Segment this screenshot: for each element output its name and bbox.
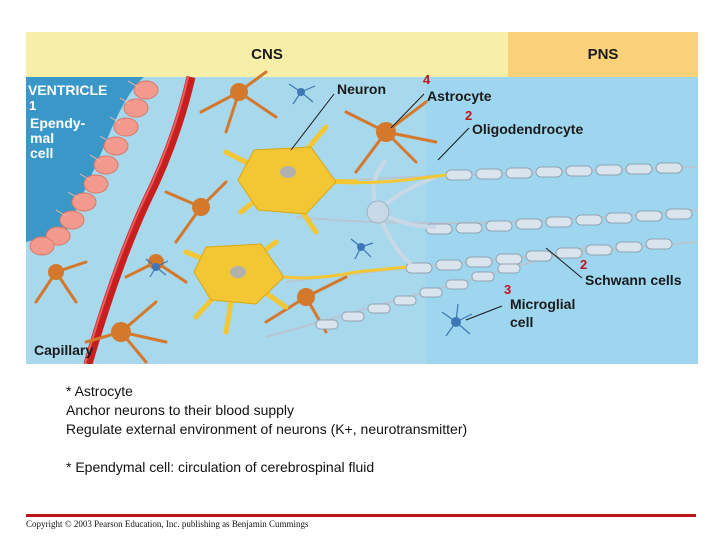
ependymal-cilia bbox=[55, 80, 139, 217]
ependymal-label-line3: cell bbox=[30, 145, 54, 161]
myelinated-axons bbox=[265, 162, 698, 338]
cns-header: CNS bbox=[251, 46, 283, 63]
notes-spacer bbox=[66, 439, 686, 458]
cns-band bbox=[26, 32, 508, 77]
schwann-marker: 2 bbox=[580, 257, 588, 272]
astrocyte-note-line1: Anchor neurons to their blood supply bbox=[66, 402, 295, 418]
pns-band bbox=[508, 32, 698, 77]
ependymal-marker: 1 bbox=[29, 98, 37, 113]
ependymal-label-line1: Ependy- bbox=[30, 115, 86, 131]
ependymal-label-line2: mal bbox=[30, 130, 55, 146]
neuron-label: Neuron bbox=[337, 81, 386, 97]
capillary-highlight bbox=[84, 76, 189, 364]
ventricle bbox=[26, 77, 144, 242]
astrocyte-processes bbox=[34, 70, 438, 364]
microglial-label-line1: Microglial bbox=[510, 296, 576, 312]
oligodendrocyte bbox=[366, 158, 437, 266]
capillary bbox=[83, 75, 196, 364]
microglial-bodies bbox=[152, 88, 461, 327]
footer-divider bbox=[26, 514, 696, 517]
schwann-cells-label: Schwann cells bbox=[585, 272, 682, 288]
capillary-label: Capillary bbox=[34, 342, 94, 358]
microglial-label-line2: cell bbox=[510, 314, 534, 330]
glia-diagram: CNS PNS VENTRICLE 1 Ependy- mal cell Cap… bbox=[26, 32, 698, 364]
astrocyte-label: Astrocyte bbox=[427, 88, 492, 104]
copyright-text: Copyright © 2003 Pearson Education, Inc.… bbox=[26, 519, 309, 529]
ventricle-label: VENTRICLE bbox=[28, 82, 108, 98]
pns-header: PNS bbox=[587, 46, 619, 63]
microglial-marker: 3 bbox=[504, 282, 512, 297]
leader-lines bbox=[290, 93, 583, 321]
oligodendrocyte-label: Oligodendrocyte bbox=[472, 121, 584, 137]
astrocyte-note-line2: Regulate external environment of neurons… bbox=[66, 421, 468, 437]
astrocyte-marker: 4 bbox=[423, 72, 431, 87]
neuron-upper bbox=[223, 124, 447, 235]
microglial-cells bbox=[145, 83, 473, 337]
notes: * Astrocyte Anchor neurons to their bloo… bbox=[66, 382, 686, 477]
neuron-lower bbox=[183, 239, 407, 335]
oligodendrocyte-marker: 2 bbox=[465, 108, 473, 123]
ependymal-note: * Ependymal cell: circulation of cerebro… bbox=[66, 459, 375, 475]
astrocyte-bodies bbox=[48, 83, 396, 342]
astrocyte-note-title: * Astrocyte bbox=[66, 383, 133, 399]
